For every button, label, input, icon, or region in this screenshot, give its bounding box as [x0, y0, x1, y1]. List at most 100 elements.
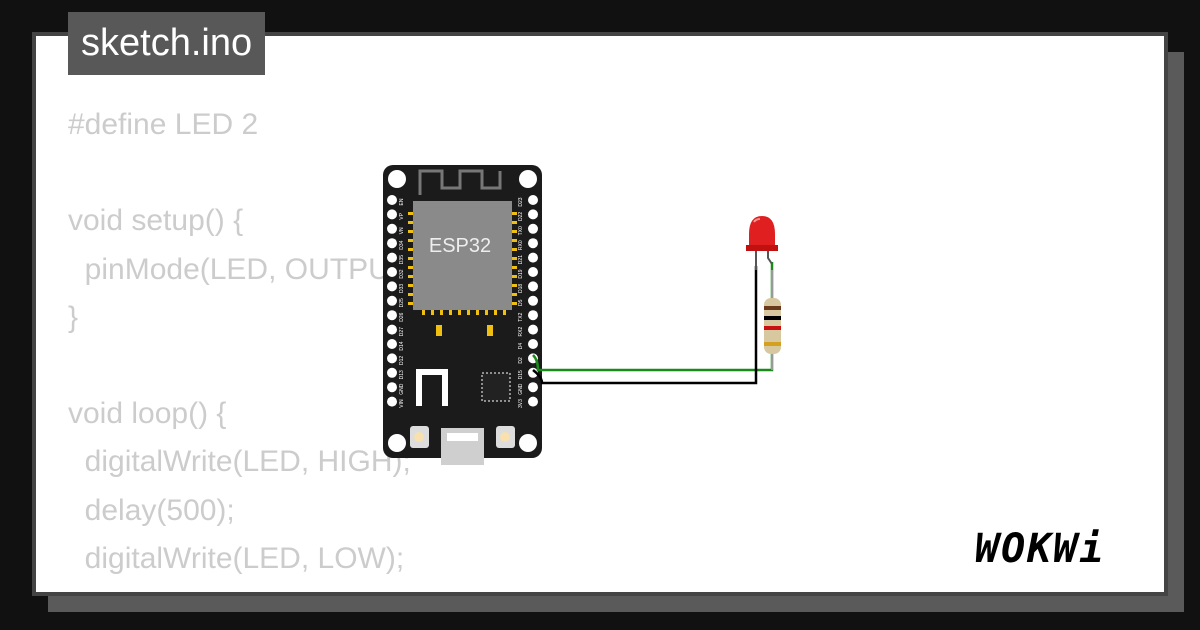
pin-d13[interactable]: [387, 367, 397, 378]
pin-label: EN: [399, 198, 405, 205]
chip-pad: [431, 310, 434, 315]
chip-pad: [476, 310, 479, 315]
pin-d12[interactable]: [387, 353, 397, 364]
pin-tx0[interactable]: [528, 223, 538, 234]
pin-d18[interactable]: [528, 281, 538, 292]
pin-d32[interactable]: [387, 267, 397, 277]
ground-wire[interactable]: [532, 266, 758, 385]
pin-label: D19: [518, 269, 524, 278]
pin-label: GND: [399, 383, 405, 395]
pin-3v3[interactable]: [528, 396, 538, 407]
pin-label: D25: [399, 298, 405, 307]
pin-d21[interactable]: [528, 252, 538, 263]
pin-label: D26: [399, 312, 405, 321]
mount-hole: [388, 170, 406, 188]
code-line: void loop() {: [68, 397, 227, 431]
pin-d27[interactable]: [387, 324, 397, 335]
resistor-icon[interactable]: [764, 270, 781, 370]
chip-pads: [408, 212, 517, 315]
chip-pad: [422, 310, 425, 315]
chip-pad: [408, 266, 413, 269]
pin-d19[interactable]: [528, 267, 538, 277]
esp32-board[interactable]: ESP32 ENVPVND34D35D32D33D25D26D27D14D12D…: [383, 165, 542, 465]
antenna-trace: [418, 169, 502, 195]
pin-d4[interactable]: [528, 339, 538, 349]
usb-chip: [481, 372, 511, 402]
chip-pad: [485, 310, 488, 315]
chip-pad: [408, 293, 413, 296]
pin-gnd[interactable]: [528, 382, 538, 393]
pin-label: TX2: [518, 312, 524, 321]
chip-pad: [512, 257, 517, 260]
chip-pad: [458, 310, 461, 315]
chip-pad: [408, 221, 413, 224]
mount-hole: [519, 170, 537, 188]
pin-label: D15: [518, 370, 524, 379]
pin-label: D2: [518, 357, 524, 364]
wokwi-logo[interactable]: WOKWi: [975, 526, 1106, 572]
led-base: [746, 245, 778, 251]
regulator-body: [422, 375, 442, 406]
chip-pad: [449, 310, 452, 315]
file-tab[interactable]: sketch.ino: [68, 12, 266, 75]
chip-pad: [408, 257, 413, 260]
pin-label: VP: [399, 212, 405, 219]
chip-pad: [494, 310, 497, 315]
pin-d22[interactable]: [528, 209, 538, 220]
pin-label: D18: [518, 284, 524, 293]
chip-pad: [512, 266, 517, 269]
pin-gnd[interactable]: [387, 382, 397, 393]
pin-label: D5: [518, 299, 524, 306]
pin-d26[interactable]: [387, 310, 397, 321]
led-highlight: [753, 218, 761, 223]
pin-label: 3V3: [518, 399, 524, 408]
pin-d14[interactable]: [387, 339, 397, 349]
pin-label: D35: [399, 255, 405, 264]
left-pin-header: ENVPVND34D35D32D33D25D26D27D14D12D13GNDV…: [387, 195, 405, 408]
pin-label: D34: [399, 240, 405, 249]
chip-pad: [512, 221, 517, 224]
code-line: void setup() {: [68, 204, 244, 238]
pin-d33[interactable]: [387, 281, 397, 292]
red-led-icon[interactable]: [746, 216, 778, 270]
pin-tx2[interactable]: [528, 310, 538, 321]
code-line: delay(500);: [68, 583, 426, 592]
signal-wire[interactable]: [532, 262, 774, 372]
code-line: }: [68, 300, 79, 334]
right-pin-header: D23D22TX0RX0D21D19D18D5TX2RX2D4D2D15GND3…: [518, 195, 538, 408]
pin-label: D13: [399, 370, 405, 379]
boot-button-cap: [414, 432, 424, 442]
pin-en[interactable]: [387, 195, 397, 205]
led-anode-leg: [767, 250, 773, 265]
pin-rx0[interactable]: [528, 238, 538, 249]
chip-pad: [512, 302, 517, 305]
pin-d5[interactable]: [528, 295, 538, 306]
pin-d15[interactable]: [528, 367, 538, 378]
code-line: delay(500);: [68, 493, 235, 527]
pin-d23[interactable]: [528, 195, 538, 205]
chip-pad: [512, 212, 517, 215]
chip-pad: [408, 284, 413, 287]
band-3: [764, 326, 781, 330]
pin-rx2[interactable]: [528, 324, 538, 335]
chip-pad: [512, 275, 517, 278]
pin-vin[interactable]: [387, 396, 397, 407]
mount-hole: [519, 434, 537, 452]
pin-d25[interactable]: [387, 295, 397, 306]
chip-label: ESP32: [429, 235, 491, 257]
mount-hole: [388, 434, 406, 452]
led-body: [749, 216, 775, 247]
chip-pad: [440, 310, 443, 315]
pin-vp[interactable]: [387, 209, 397, 220]
pin-label: D12: [399, 356, 405, 365]
chip-pad: [408, 248, 413, 251]
band-4: [764, 342, 781, 346]
pin-vn[interactable]: [387, 223, 397, 234]
chip-pad: [512, 248, 517, 251]
pin-label: D4: [518, 343, 524, 350]
pin-d35[interactable]: [387, 252, 397, 263]
pin-d34[interactable]: [387, 238, 397, 249]
